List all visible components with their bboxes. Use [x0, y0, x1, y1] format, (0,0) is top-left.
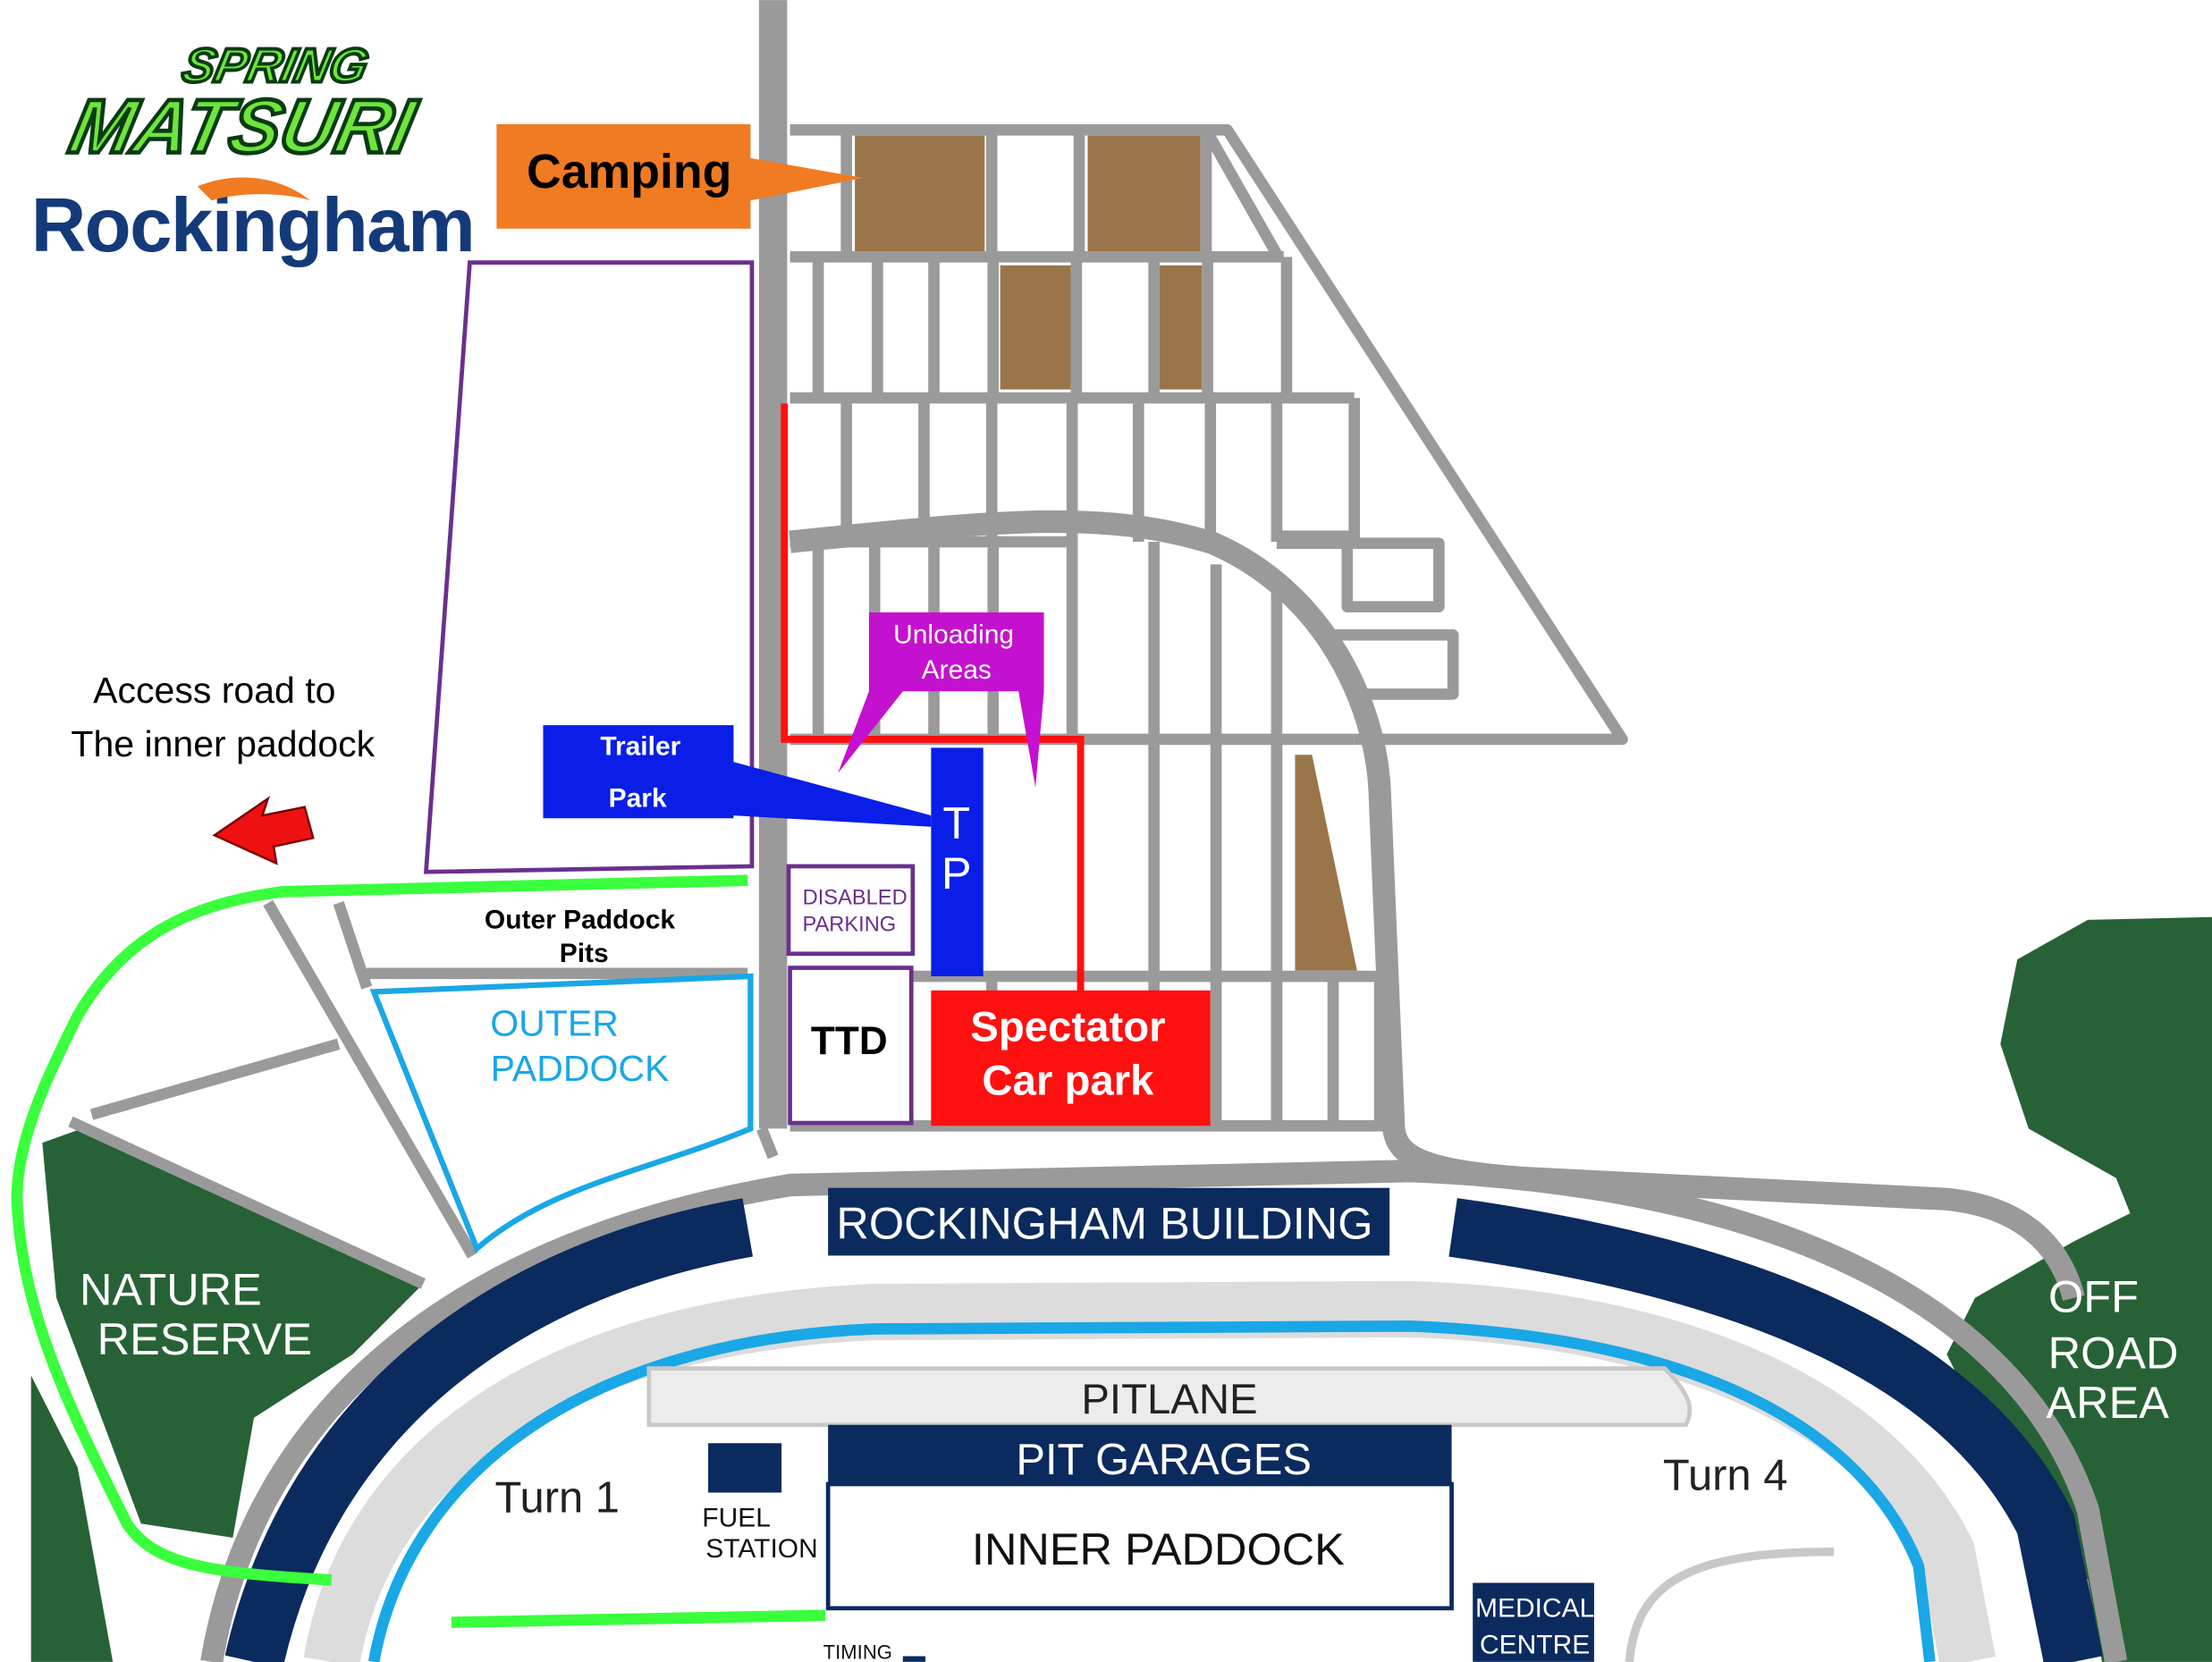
off-road-line2: ROAD [2048, 1328, 2179, 1379]
trailer-park-line2: Park [609, 784, 667, 814]
inner-service-road [1625, 1548, 1835, 1662]
spring-matsuri-logo: SPRING MATSURI [61, 38, 426, 171]
unloading-line2: Areas [922, 655, 992, 685]
rockingham-swoosh [197, 177, 311, 201]
circuit-inner [303, 1280, 1997, 1662]
access-road-line1: Access road to [93, 670, 335, 711]
timing-label: TIMING [823, 1641, 892, 1662]
nature-line2: RESERVE [97, 1313, 312, 1364]
trailer-park-line1: Trailer [600, 731, 680, 761]
logo-line2: MATSURI [63, 84, 424, 169]
outer-paddock-line2: PADDOCK [491, 1048, 670, 1089]
medical-line1: MEDICAL [1475, 1593, 1594, 1623]
green-access-route[interactable] [11, 874, 748, 1586]
outer-pits-line1: Outer Paddock [485, 905, 675, 934]
pit-garages-label: PIT GARAGES [1016, 1436, 1312, 1484]
disabled-line1: DISABLED [803, 887, 908, 910]
outer-paddock-line1: OUTER [490, 1002, 619, 1043]
trailer-park-sign[interactable] [543, 725, 932, 827]
pit-garages-box[interactable] [828, 1424, 1452, 1485]
medical-centre-box[interactable] [1473, 1582, 1594, 1662]
rockingham-logo-text: Rockingham [31, 183, 474, 268]
spectator-car-park[interactable] [931, 990, 1211, 1126]
nature-reserve-area[interactable] [42, 1128, 424, 1538]
timing-mark [902, 1656, 926, 1662]
off-road-line3: AREA [2047, 1377, 2170, 1428]
unloading-line1: Unloading [893, 620, 1014, 650]
building-label: ROCKINGHAM BUILDING [836, 1197, 1372, 1248]
camping-arrow[interactable] [496, 124, 864, 229]
fuel-line1: FUEL [702, 1503, 771, 1532]
rockingham-building-box[interactable] [828, 1187, 1390, 1256]
unloading-sign[interactable] [838, 612, 1044, 788]
nature-line1: NATURE [80, 1264, 262, 1315]
access-road-arrow[interactable] [212, 796, 315, 865]
outer-pits-line2: Pits [560, 939, 609, 968]
inner-paddock-label: INNER PADDOCK [972, 1523, 1345, 1574]
tp-letter-t: T [942, 797, 970, 848]
inner-paddock-box[interactable] [825, 1481, 1454, 1611]
fuel-station-box[interactable] [708, 1443, 782, 1493]
medical-line2: CENTRE [1480, 1630, 1590, 1659]
off-road-line1: OFF [2048, 1271, 2139, 1322]
turn1-label: Turn 1 [494, 1474, 620, 1523]
pit-lane-line [367, 1320, 1936, 1662]
disabled-line2: PARKING [802, 914, 896, 937]
spectator-line1: Spectator [970, 1004, 1165, 1051]
logo-line1: SPRING [178, 39, 373, 92]
tp-bar[interactable] [931, 747, 984, 977]
pitlane-label: PITLANE [1081, 1376, 1257, 1423]
camping-label: Camping [527, 145, 731, 198]
disabled-parking-area[interactable] [786, 864, 916, 957]
ttd-label: TTD [811, 1019, 888, 1063]
turn4-label: Turn 4 [1663, 1451, 1788, 1499]
ttd-area[interactable] [788, 966, 914, 1126]
outer-paddock-area[interactable] [369, 973, 754, 1253]
spectator-line2: Car park [982, 1058, 1154, 1105]
track-band [224, 1198, 2103, 1662]
access-road-line2: The inner paddock [71, 723, 375, 764]
camping-plots [855, 135, 1357, 971]
pitlane-road [646, 1366, 1693, 1428]
purple-field[interactable] [423, 260, 755, 874]
tp-letter-p: P [941, 848, 972, 898]
red-route [781, 403, 1085, 995]
green-route-bottom [451, 1609, 826, 1628]
left-forest-strip [30, 1375, 114, 1662]
fuel-line2: STATION [705, 1534, 817, 1564]
